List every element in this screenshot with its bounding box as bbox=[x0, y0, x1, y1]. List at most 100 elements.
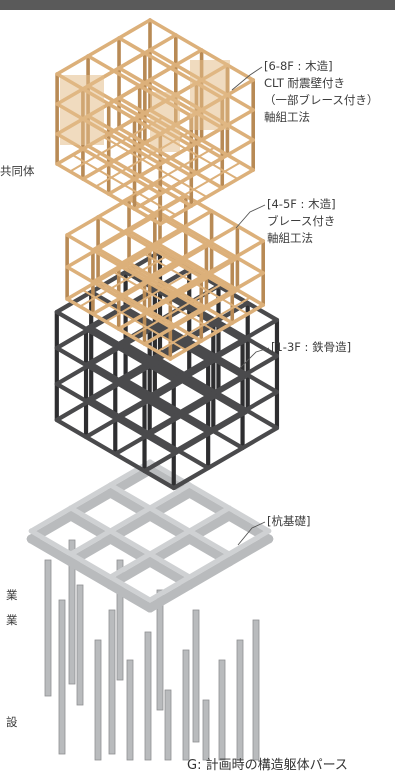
leader-line bbox=[237, 521, 266, 546]
wood-mid-beam bbox=[96, 215, 204, 279]
wood-top-joist-beam bbox=[56, 163, 162, 225]
left-fragment-3: 業 bbox=[6, 613, 18, 627]
foundation-beam bbox=[105, 511, 234, 590]
wood-mid-joist-beam bbox=[143, 253, 249, 315]
foundation-top-beam bbox=[28, 459, 153, 534]
label-1-3f: [1-3F : 鉄骨造] bbox=[271, 339, 351, 356]
foundation-piles bbox=[44, 539, 260, 761]
wood-top-joist-beam bbox=[118, 127, 224, 189]
leader-line bbox=[239, 347, 270, 369]
label-6-8f: [6-8F : 木造] CLT 耐震壁付き （一部ブレース付き） 軸組工法 bbox=[264, 58, 378, 126]
label-4-5f-line1: [4-5F : 木造] bbox=[267, 197, 336, 211]
foundation-pile bbox=[58, 599, 66, 755]
wood-top-joist-beam bbox=[102, 136, 208, 198]
foundation-top-beam bbox=[68, 482, 193, 557]
label-6-8f-line1: [6-8F : 木造] bbox=[264, 59, 333, 73]
foundation-beam bbox=[66, 488, 195, 567]
wood-top-joist-beam bbox=[87, 145, 193, 207]
steel-beam bbox=[54, 381, 176, 455]
foundation-pile bbox=[182, 649, 190, 761]
left-fragment-1: 共同体 bbox=[0, 164, 35, 178]
foundation-pile bbox=[156, 589, 164, 711]
left-fragment-2: 業 bbox=[6, 588, 18, 602]
foundation-beam bbox=[145, 534, 274, 613]
wood-top-beam bbox=[55, 18, 152, 76]
wood-top-joist-beam bbox=[71, 154, 177, 216]
foundation-pile bbox=[108, 609, 116, 755]
wood-mid-joist-beam bbox=[128, 262, 234, 324]
label-4-5f-line3: 軸組工法 bbox=[267, 231, 313, 245]
wood-frame-4-5f bbox=[65, 179, 266, 361]
foundation-pile bbox=[252, 619, 260, 761]
wood-top-beam bbox=[148, 18, 255, 82]
label-6-8f-line4: 軸組工法 bbox=[264, 110, 310, 124]
steel-beam bbox=[171, 317, 280, 383]
label-4-5f-line2: ブレース付き bbox=[267, 214, 336, 228]
wood-mid-beam bbox=[168, 239, 266, 297]
wood-mid-beam bbox=[91, 194, 188, 252]
wood-mid-beam bbox=[65, 233, 173, 297]
foundation-beam bbox=[145, 465, 274, 544]
foundation-top-beam bbox=[107, 482, 232, 557]
wood-mid-beam bbox=[168, 271, 266, 329]
leader-line bbox=[231, 66, 263, 91]
wood-top-beam bbox=[106, 48, 204, 106]
wood-mid-joist-beam bbox=[81, 289, 187, 351]
clt-wall-panel bbox=[60, 75, 104, 145]
foundation-beam bbox=[26, 465, 155, 544]
foundation-beams bbox=[26, 459, 274, 613]
wood-mid-joist-beam bbox=[97, 280, 203, 342]
leader-line bbox=[235, 204, 266, 229]
foundation-top-beam bbox=[107, 505, 232, 580]
foundation-beam bbox=[66, 511, 195, 590]
clt-wall-panel bbox=[150, 92, 180, 152]
foundation-pile bbox=[164, 689, 172, 761]
foundation-pile bbox=[94, 639, 102, 761]
label-6-8f-line3: （一部ブレース付き） bbox=[264, 93, 379, 107]
top-border bbox=[0, 0, 395, 10]
foundation-top-beam bbox=[28, 528, 153, 603]
foundation-pile bbox=[116, 559, 124, 681]
foundation-pile bbox=[68, 539, 76, 685]
foundation-top-beam bbox=[147, 528, 272, 603]
wood-mid-beam bbox=[158, 179, 266, 243]
label-1-3f-line1: [1-3F : 鉄骨造] bbox=[271, 340, 352, 354]
steel-beam bbox=[54, 345, 176, 419]
steel-beam bbox=[171, 353, 280, 419]
foundation-pile bbox=[218, 659, 226, 761]
wood-mid-beam bbox=[142, 224, 240, 282]
foundation-top-beam bbox=[68, 505, 193, 580]
wood-mid-joist-beam bbox=[159, 244, 265, 306]
clt-wall-panel bbox=[190, 60, 230, 130]
wood-mid-beam bbox=[65, 265, 173, 329]
wood-mid-beam bbox=[116, 209, 214, 267]
label-foundation-line1: [杭基礎] bbox=[267, 514, 311, 528]
label-foundation: [杭基礎] bbox=[267, 513, 310, 530]
wood-frame-6-8f bbox=[55, 18, 255, 226]
foundation-beam bbox=[105, 488, 234, 567]
steel-beam bbox=[54, 309, 176, 383]
label-6-8f-line2: CLT 耐震壁付き bbox=[264, 76, 346, 90]
foundation-pile bbox=[192, 609, 200, 743]
figure-caption: G: 計画時の構造躯体パース bbox=[187, 758, 348, 773]
wood-mid-joist-beam bbox=[66, 298, 172, 360]
wood-mid-beam bbox=[65, 179, 162, 237]
foundation-pile bbox=[236, 639, 244, 761]
foundation-top-beam bbox=[147, 459, 272, 534]
label-4-5f: [4-5F : 木造] ブレース付き 軸組工法 bbox=[267, 196, 336, 247]
wood-mid-beam bbox=[127, 197, 235, 261]
left-fragment-4: 設 bbox=[6, 715, 18, 729]
foundation-pile bbox=[202, 699, 210, 761]
foundation-pile bbox=[126, 659, 134, 761]
foundation-pile bbox=[44, 559, 52, 697]
leader-lines bbox=[231, 66, 270, 546]
steel-beam bbox=[54, 417, 176, 491]
foundation-pile bbox=[76, 584, 84, 706]
wood-mid-joist-beam bbox=[112, 271, 218, 333]
foundation-pile bbox=[144, 631, 152, 761]
steel-beam bbox=[171, 389, 280, 455]
foundation-beam bbox=[26, 534, 155, 613]
steel-beam bbox=[171, 425, 280, 491]
